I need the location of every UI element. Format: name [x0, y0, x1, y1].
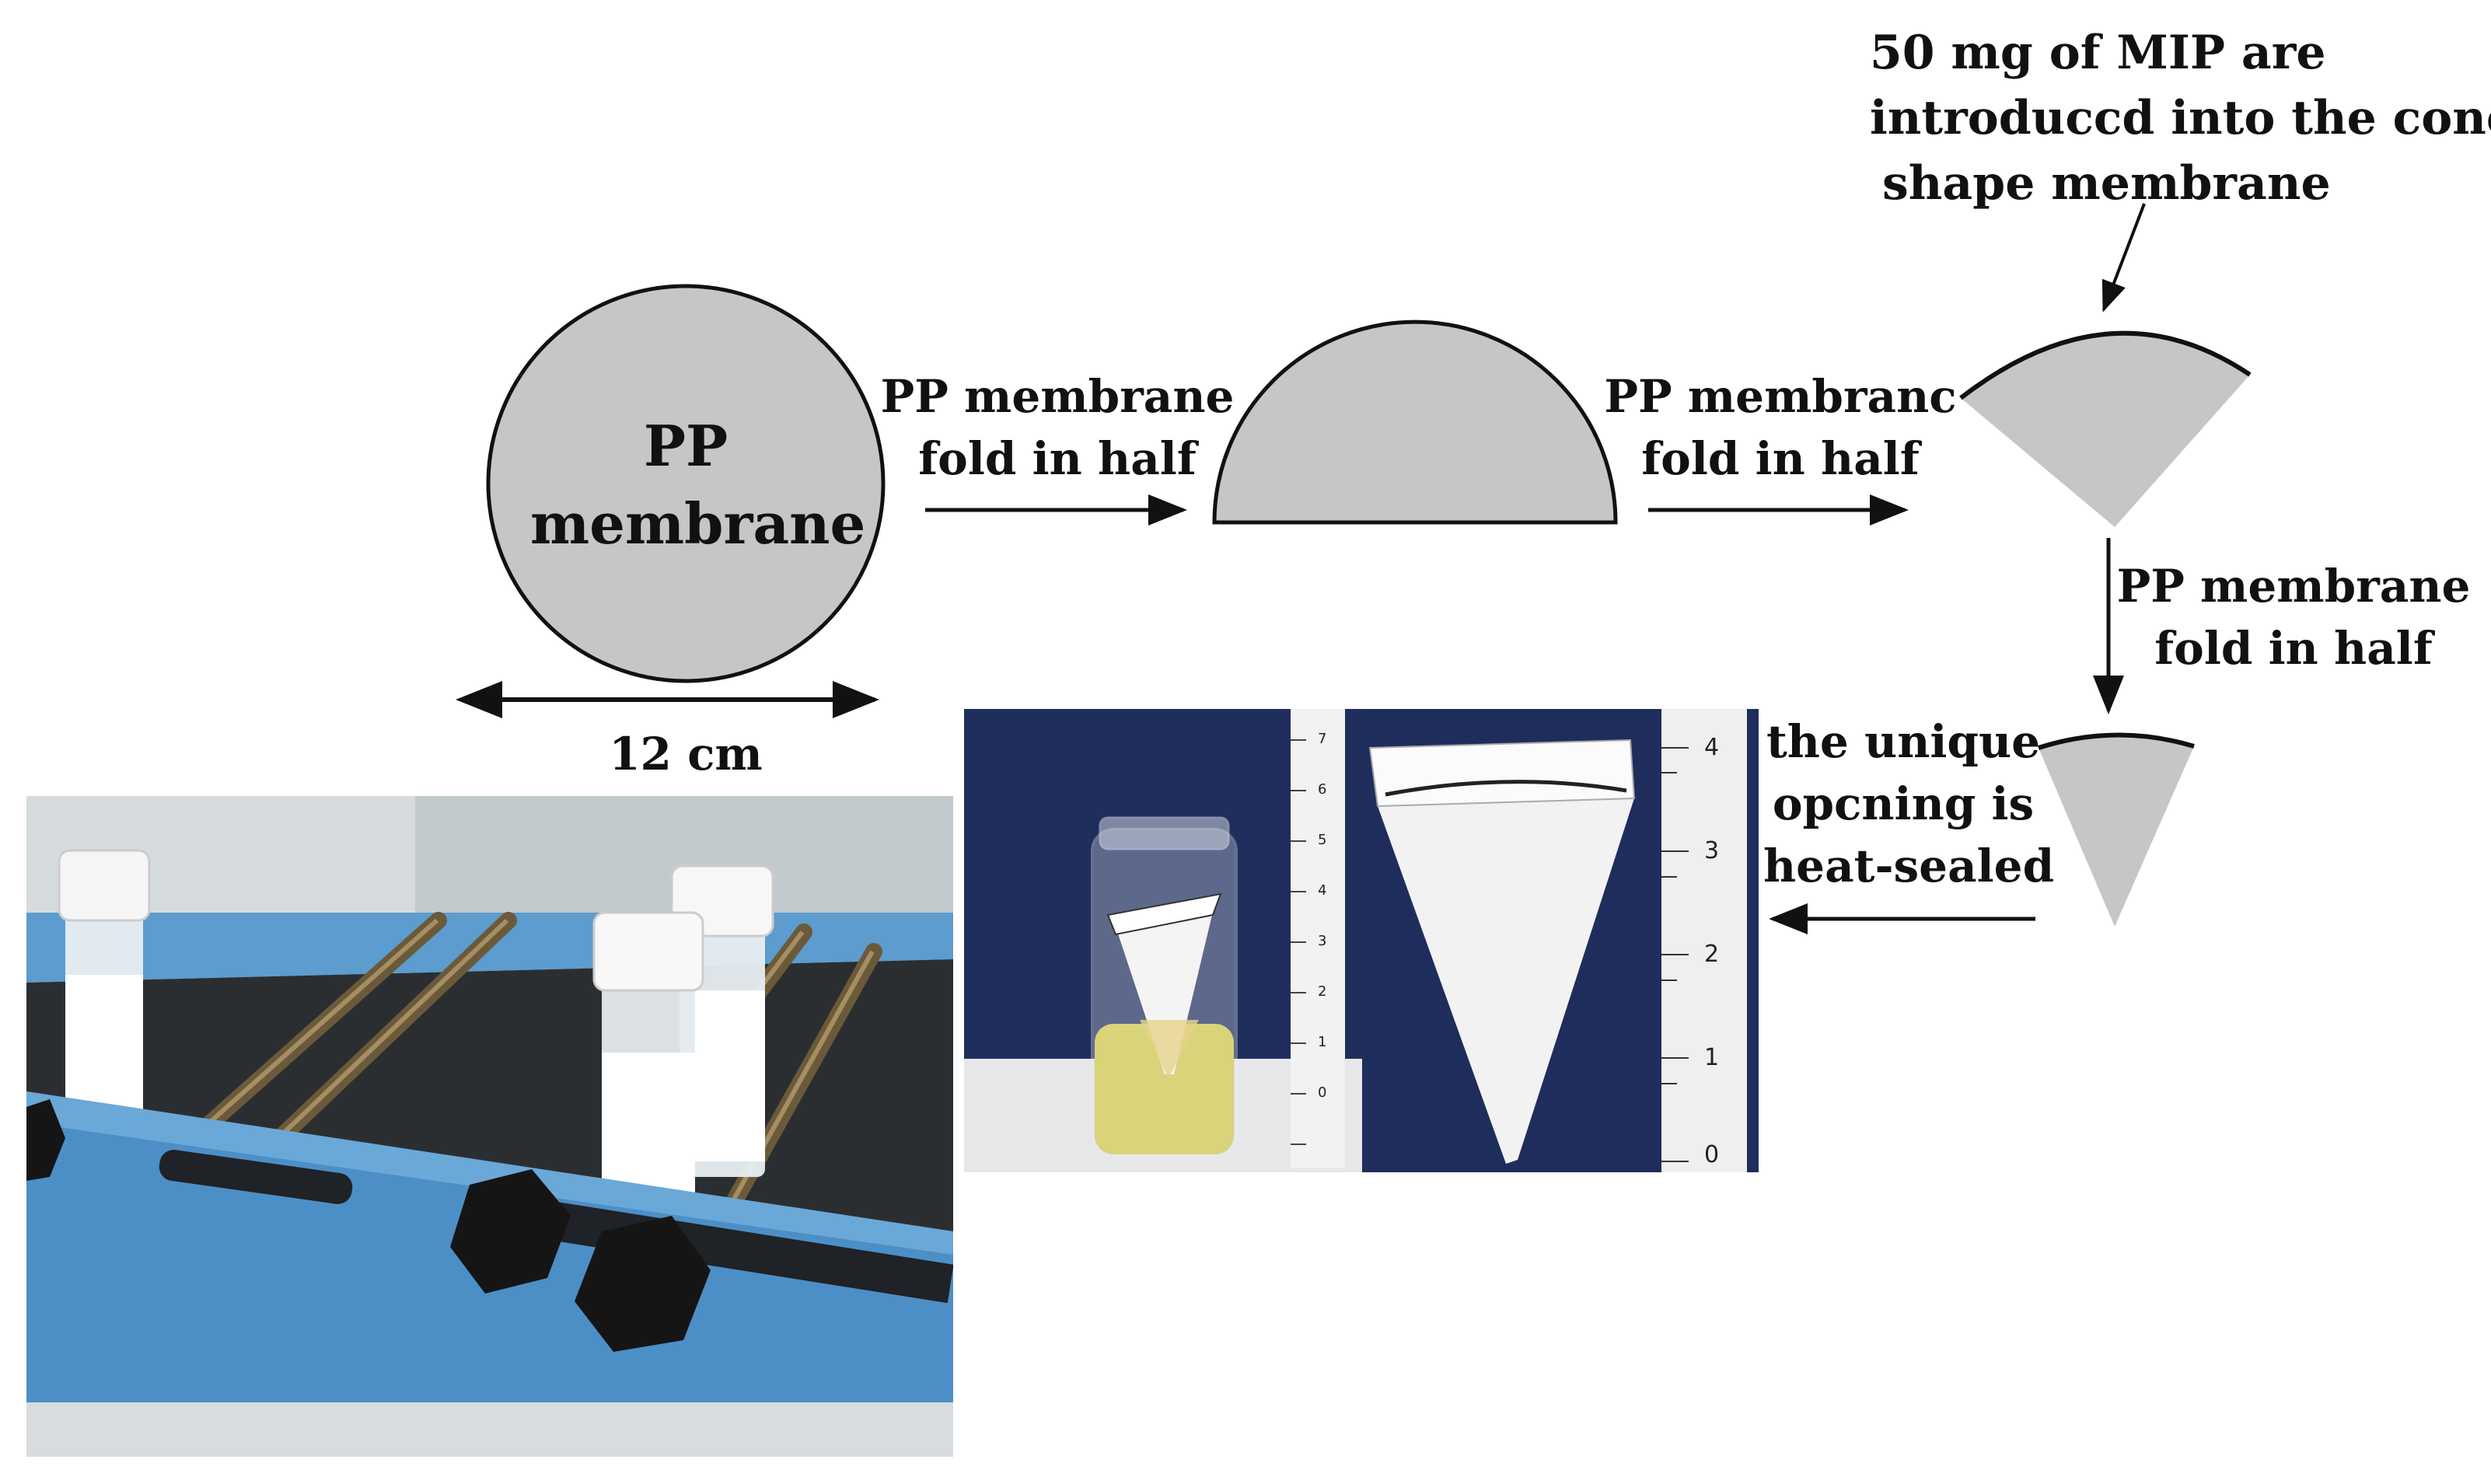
right-ruler-labels: 4 3 2 1 0: [1704, 709, 1743, 1172]
ruler-label: 1: [1318, 1034, 1327, 1050]
seal-label: the unique opcning is heat-sealed: [1763, 711, 2055, 897]
left-ruler-labels: 7 6 5 4 3 2 1 0: [1318, 709, 1341, 1168]
seal-label-line3: heat-sealed: [1763, 840, 2055, 892]
seal-label-line1: the unique: [1766, 715, 2041, 768]
cone-ruler-photo: 4 3 2 1 0: [1362, 709, 1759, 1172]
shaking-bath-photo: [26, 796, 953, 1457]
step1-label-line2: fold in half: [918, 432, 1197, 485]
step3-label: PP membrane fold in half: [2115, 555, 2472, 679]
note-arrow: [2101, 203, 2146, 313]
step1-label-line1: PP membrane: [880, 370, 1235, 423]
ruler-label: 0: [1318, 1084, 1327, 1101]
ruler-label: 0: [1704, 1141, 1720, 1168]
ruler-label: 1: [1704, 1044, 1720, 1071]
note-label-line2: introduccd into the conc-: [1870, 91, 2491, 145]
half-circle-membrane: [1212, 319, 1618, 525]
step2-label: PP membranc fold in half: [1602, 365, 1959, 490]
step1-label: PP membrane fold in half: [879, 365, 1236, 490]
ruler-label: 6: [1318, 781, 1327, 798]
ruler-label: 2: [1318, 983, 1327, 1000]
step3-label-line1: PP membrane: [2116, 560, 2471, 613]
circle-label-line2: membrane: [530, 491, 866, 557]
step2-label-line1: PP membranc: [1604, 370, 1957, 423]
ruler-label: 5: [1318, 832, 1327, 848]
seal-label-line2: opcning is: [1772, 777, 2035, 830]
sealed-arc: [2038, 732, 2195, 750]
ruler-label: 3: [1704, 837, 1720, 864]
ruler-label: 4: [1318, 882, 1327, 899]
ruler-label: 7: [1318, 731, 1327, 747]
step3-label-line2: fold in half: [2154, 622, 2433, 675]
note-label: 50 mg of MIP are introduccd into the con…: [1870, 20, 2491, 216]
dimension-label: 12 cm: [609, 728, 763, 780]
note-label-line1: 50 mg of MIP are: [1870, 26, 2326, 80]
quarter-circle-membrane: [1961, 333, 2250, 527]
sealed-cone: [2039, 735, 2194, 927]
ruler-label: 3: [1318, 933, 1327, 949]
circle-label-line1: PP: [643, 413, 728, 479]
circle-label: PP membrane: [530, 407, 866, 563]
step2-label-line2: fold in half: [1641, 432, 1920, 485]
jar-photo: 7 6 5 4 3 2 1 0: [964, 709, 1362, 1172]
ruler-label: 2: [1704, 941, 1720, 968]
quarter-arc: [1959, 330, 2252, 400]
ruler-label: 4: [1704, 734, 1720, 761]
note-label-line3: shape membrane: [1882, 156, 2331, 211]
